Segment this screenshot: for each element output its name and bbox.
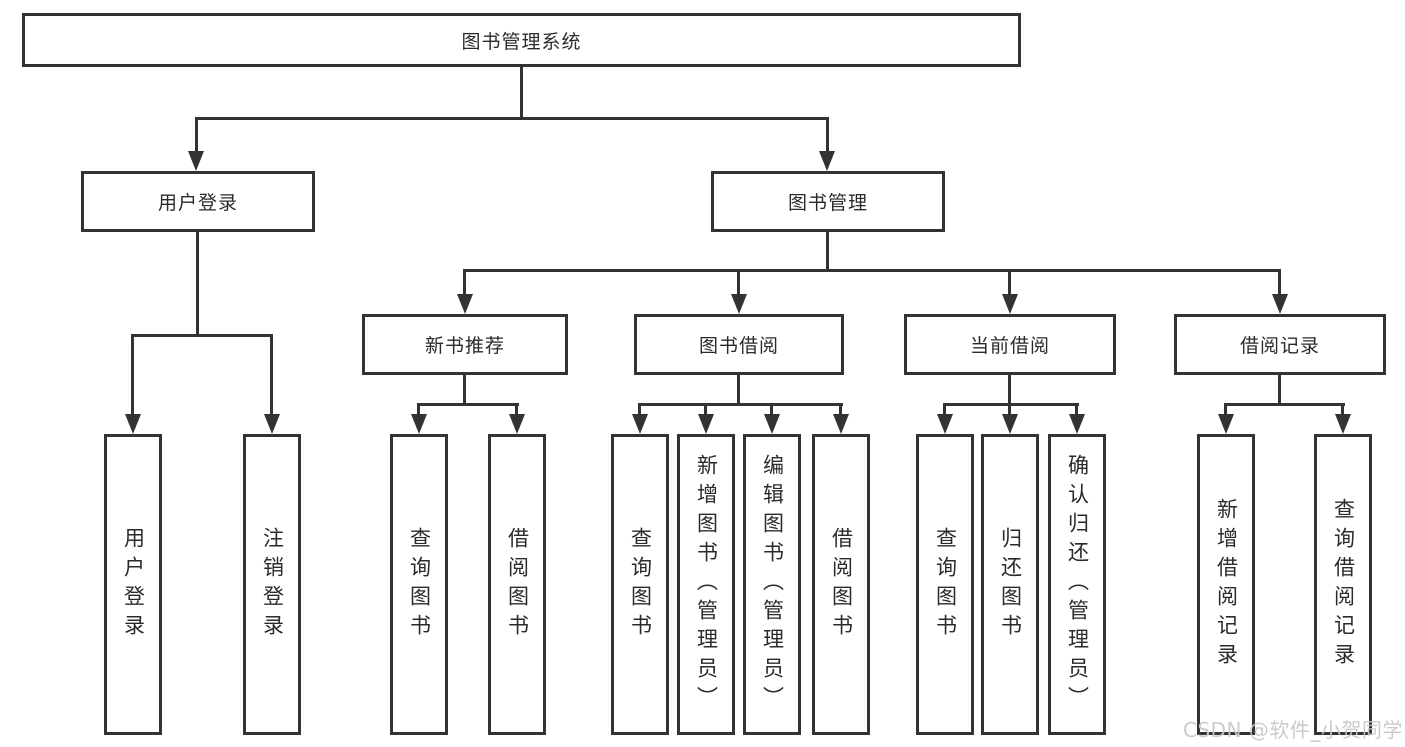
leaf-borrow-books: 借阅图书 bbox=[812, 434, 870, 735]
arrowhead-icon bbox=[1335, 414, 1351, 434]
connector-vline bbox=[1224, 403, 1227, 418]
connector-hline bbox=[195, 117, 829, 120]
connector-vline bbox=[196, 232, 199, 336]
connector-vline bbox=[638, 403, 641, 418]
arrowhead-icon bbox=[188, 151, 204, 171]
connector-vline bbox=[737, 269, 740, 299]
leaf-confirm-return-admin: 确认归还（管理员） bbox=[1048, 434, 1106, 735]
connector-hline bbox=[638, 403, 843, 406]
connector-vline bbox=[520, 67, 523, 120]
connector-vline bbox=[1278, 269, 1281, 299]
connector-vline bbox=[131, 334, 134, 418]
connector-vline bbox=[417, 403, 420, 418]
connector-vline bbox=[770, 403, 773, 418]
arrowhead-icon bbox=[125, 414, 141, 434]
connector-vline bbox=[1008, 403, 1011, 418]
arrowhead-icon bbox=[264, 414, 280, 434]
leaf-return-books: 归还图书 bbox=[981, 434, 1039, 735]
connector-vline bbox=[839, 403, 842, 418]
connector-vline bbox=[1008, 375, 1011, 406]
arrowhead-icon bbox=[1272, 294, 1288, 314]
arrowhead-icon bbox=[1069, 414, 1085, 434]
arrowhead-icon bbox=[819, 151, 835, 171]
connector-vline bbox=[1341, 403, 1344, 418]
connector-hline bbox=[1224, 403, 1345, 406]
leaf-user-login: 用户登录 bbox=[104, 434, 162, 735]
connector-vline bbox=[943, 403, 946, 418]
arrowhead-icon bbox=[698, 414, 714, 434]
connector-vline bbox=[1008, 269, 1011, 299]
connector-vline bbox=[737, 375, 740, 406]
node-current-borrow: 当前借阅 bbox=[904, 314, 1116, 375]
node-root: 图书管理系统 bbox=[22, 13, 1021, 67]
connector-hline bbox=[943, 403, 1079, 406]
arrowhead-icon bbox=[833, 414, 849, 434]
leaf-add-borrow-record: 新增借阅记录 bbox=[1197, 434, 1255, 735]
connector-vline bbox=[826, 117, 829, 154]
node-book-management: 图书管理 bbox=[711, 171, 945, 232]
arrowhead-icon bbox=[937, 414, 953, 434]
arrowhead-icon bbox=[1002, 294, 1018, 314]
connector-vline bbox=[463, 375, 466, 406]
arrowhead-icon bbox=[731, 294, 747, 314]
leaf-logout: 注销登录 bbox=[243, 434, 301, 735]
node-user-login: 用户登录 bbox=[81, 171, 315, 232]
leaf-query-books-current: 查询图书 bbox=[916, 434, 974, 735]
csdn-watermark: CSDN @软件_小贺同学 bbox=[1183, 718, 1403, 742]
arrowhead-icon bbox=[1218, 414, 1234, 434]
node-new-book-recommend: 新书推荐 bbox=[362, 314, 568, 375]
node-borrow-records: 借阅记录 bbox=[1174, 314, 1386, 375]
leaf-edit-books-admin: 编辑图书（管理员） bbox=[743, 434, 801, 735]
leaf-add-books-admin: 新增图书（管理员） bbox=[677, 434, 735, 735]
arrowhead-icon bbox=[632, 414, 648, 434]
arrowhead-icon bbox=[1002, 414, 1018, 434]
connector-hline bbox=[463, 269, 1281, 272]
leaf-borrow-books-recommend: 借阅图书 bbox=[488, 434, 546, 735]
node-book-borrow: 图书借阅 bbox=[634, 314, 844, 375]
leaf-query-borrow-record: 查询借阅记录 bbox=[1314, 434, 1372, 735]
arrowhead-icon bbox=[411, 414, 427, 434]
connector-vline bbox=[515, 403, 518, 418]
arrowhead-icon bbox=[509, 414, 525, 434]
connector-vline bbox=[270, 334, 273, 418]
connector-vline bbox=[1278, 375, 1281, 406]
connector-vline bbox=[704, 403, 707, 418]
arrowhead-icon bbox=[764, 414, 780, 434]
arrowhead-icon bbox=[457, 294, 473, 314]
connector-vline bbox=[826, 232, 829, 272]
connector-vline bbox=[463, 269, 466, 299]
leaf-query-books-recommend: 查询图书 bbox=[390, 434, 448, 735]
connector-vline bbox=[1075, 403, 1078, 418]
connector-hline bbox=[131, 334, 273, 337]
leaf-query-books-borrow: 查询图书 bbox=[611, 434, 669, 735]
connector-hline bbox=[417, 403, 519, 406]
connector-vline bbox=[195, 117, 198, 154]
